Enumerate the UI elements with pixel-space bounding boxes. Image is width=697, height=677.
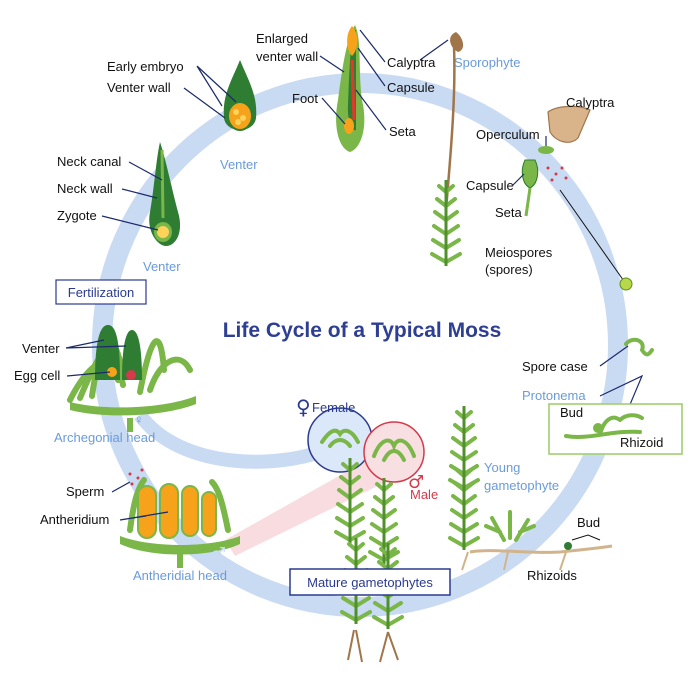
young-gametophyte-illustration — [448, 404, 613, 571]
enlarged-venter-wall-label-2: venter wall — [256, 49, 318, 64]
early-embryo-illustration — [223, 60, 257, 131]
female-label: Female — [312, 400, 355, 415]
rhizoids-label: Rhizoids — [527, 568, 577, 583]
sperm-flow-band — [225, 450, 410, 556]
rhizoid-label: Rhizoid — [620, 435, 663, 450]
neck-wall-label: Neck wall — [57, 181, 113, 196]
seta-label-right: Seta — [495, 205, 523, 220]
bud-label-young: Bud — [577, 515, 600, 530]
capsule-label-right: Capsule — [466, 178, 514, 193]
archegonial-head-label: Archegonial head — [54, 430, 155, 445]
seta-label-top: Seta — [389, 124, 417, 139]
spore-dot — [619, 277, 633, 291]
antheridial-head-illustration — [120, 468, 240, 568]
venter-label-top: Venter — [220, 157, 258, 172]
bud-label-protonema: Bud — [560, 405, 583, 420]
sporophyte-plant-illustration — [430, 32, 464, 268]
archegonial-head-illustration — [67, 325, 196, 432]
fertilization-label: Fertilization — [68, 285, 134, 300]
mature-gametophytes-illustration — [334, 456, 404, 663]
female-symbol: ♀ — [296, 395, 311, 419]
capsule-label-top: Capsule — [387, 80, 435, 95]
venter-wall-label: Venter wall — [107, 80, 171, 95]
male-symbol-anth: ♂ — [210, 544, 226, 565]
archegonium-zygote-illustration — [149, 142, 181, 246]
spore-case-illustration — [624, 337, 654, 357]
diagram-title: Life Cycle of a Typical Moss — [223, 319, 502, 342]
egg-cell-label: Egg cell — [14, 368, 60, 383]
capsule-illustration — [521, 105, 591, 217]
male-label: Male — [410, 487, 438, 502]
fertilization-arc — [134, 410, 333, 469]
life-cycle-ring — [92, 73, 628, 617]
early-embryo-label: Early embryo — [107, 59, 184, 74]
operculum-label: Operculum — [476, 127, 540, 142]
young-gametophyte-label-1: Young — [484, 460, 520, 475]
protonema-illustration — [564, 413, 644, 439]
female-symbol-arch: ♀ — [134, 412, 144, 427]
calyptra-label-right: Calyptra — [566, 95, 615, 110]
protonema-label: Protonema — [522, 388, 586, 403]
male-head-illustration — [372, 438, 416, 462]
antheridium-label: Antheridium — [40, 512, 109, 527]
fertilization-box — [55, 279, 147, 305]
foot-label: Foot — [292, 91, 318, 106]
young-gametophyte-label-2: gametophyte — [484, 478, 559, 493]
neck-canal-label: Neck canal — [57, 154, 121, 169]
mature-gametophytes-box — [289, 568, 451, 596]
spore-case-label: Spore case — [522, 359, 588, 374]
mature-gametophytes-label: Mature gametophytes — [307, 575, 433, 590]
protonema-box — [548, 403, 683, 455]
venter-label-left: Venter — [143, 259, 181, 274]
sporophyte-label: Sporophyte — [454, 55, 521, 70]
meiospores-label-2: (spores) — [485, 262, 533, 277]
female-head-illustration — [320, 428, 360, 448]
zygote-label: Zygote — [57, 208, 97, 223]
male-symbol: ♂ — [408, 472, 424, 493]
young-sporophyte-illustration — [336, 25, 365, 152]
sperm-label: Sperm — [66, 484, 104, 499]
antheridial-head-label: Antheridial head — [133, 568, 227, 583]
calyptra-label-top: Calyptra — [387, 55, 436, 70]
enlarged-venter-wall-label-1: Enlarged — [256, 31, 308, 46]
venter-label-arch: Venter — [22, 341, 60, 356]
meiospores-label-1: Meiospores — [485, 245, 553, 260]
